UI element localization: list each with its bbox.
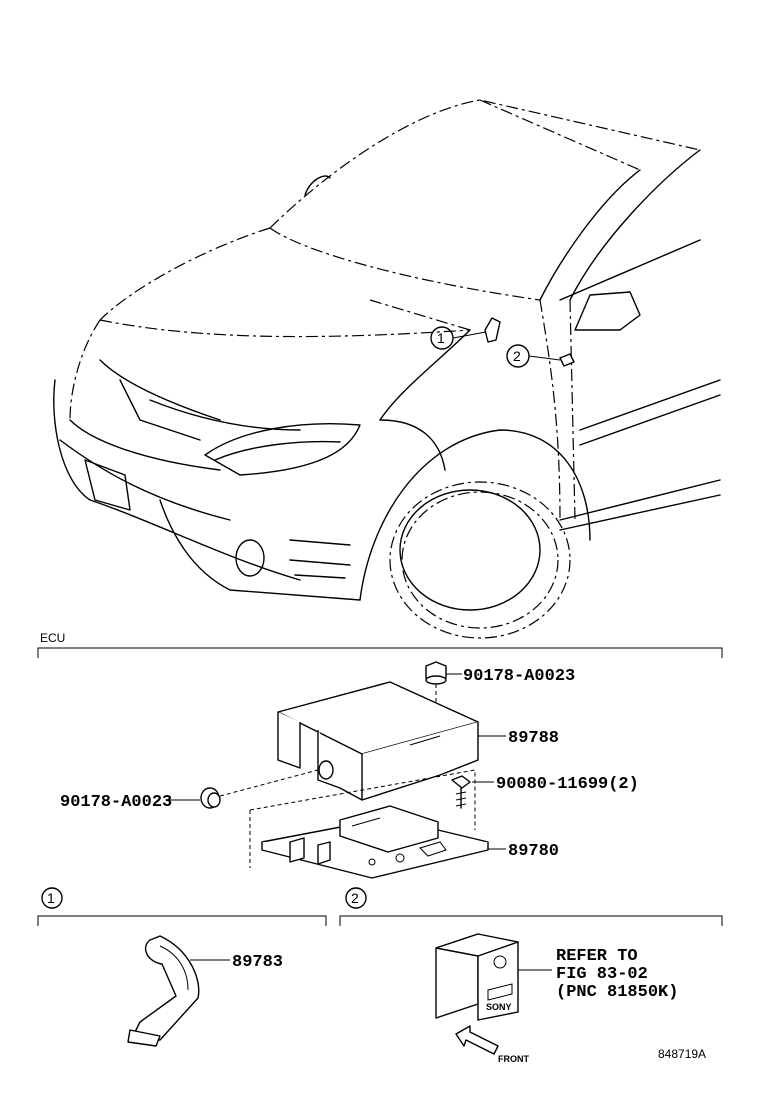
part-number-bracket-cover: 89788 — [508, 729, 559, 748]
ecu-section-bracket — [37, 647, 723, 658]
callout-2: 2 — [506, 344, 561, 368]
screw — [451, 775, 494, 809]
figure-id: 848719A — [658, 1047, 706, 1061]
refer-line-2: FIG 83-02 — [556, 965, 648, 984]
detail-1-header: 1 — [37, 887, 327, 926]
svg-text:1: 1 — [47, 890, 55, 906]
part-number-bolt-left: 90178-A0023 — [60, 793, 172, 812]
part-number-sensor: 89783 — [232, 953, 283, 972]
part-number-bolt-top: 90178-A0023 — [463, 667, 575, 686]
ecu-bracket — [249, 769, 506, 879]
svg-text:2: 2 — [351, 890, 359, 906]
vehicle-outline — [53, 99, 721, 639]
callout-2-number: 2 — [513, 348, 521, 364]
refer-line-3: (PNC 81850K) — [556, 983, 678, 1002]
refer-line-1: REFER TO — [556, 947, 638, 966]
sensor-89783 — [127, 935, 230, 1047]
sensor-refer-part: SONY — [435, 933, 552, 1021]
front-label: FRONT — [498, 1054, 529, 1064]
bracket-cover — [277, 681, 506, 801]
detail-2-header: 2 — [339, 887, 723, 926]
callout-1-number: 1 — [437, 330, 445, 346]
svg-text:SONY: SONY — [486, 1002, 512, 1012]
callout-1: 1 — [430, 326, 487, 350]
front-arrow-icon — [455, 1025, 499, 1055]
part-number-screw: 90080-11699(2) — [496, 775, 639, 794]
ecu-section-label: ECU — [40, 631, 65, 645]
bolt-left — [168, 769, 319, 809]
part-number-ecu-bracket: 89780 — [508, 842, 559, 861]
